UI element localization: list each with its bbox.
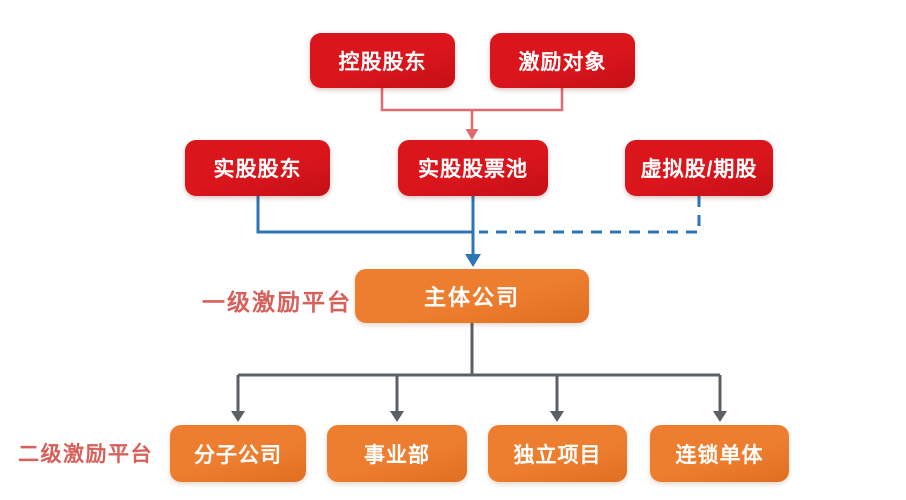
node-sub-company-label: 分子公司 — [194, 443, 282, 467]
arrow-down-business-division-icon — [390, 411, 404, 422]
node-real-share-pool-label: 实股股票池 — [418, 158, 528, 181]
connector-top-to-pool — [380, 88, 564, 131]
node-incentive-targets-label: 激励对象 — [518, 50, 607, 74]
node-incentive-targets[interactable]: 激励对象 — [490, 33, 635, 88]
arrow-down-sub-company-icon — [231, 411, 245, 422]
label-level1-platform: 一级激励平台 — [202, 289, 352, 315]
arrow-down-independent-project-icon — [550, 411, 564, 422]
arrow-down-into-pool-icon — [465, 129, 479, 140]
node-controlling-shareholder-label: 控股股东 — [338, 50, 427, 74]
node-real-share-shareholders[interactable]: 实股股东 — [185, 140, 330, 196]
connector-virtual-dashed — [479, 196, 701, 234]
arrow-down-into-main-icon — [465, 254, 481, 267]
node-business-division[interactable]: 事业部 — [327, 425, 467, 482]
connector-shares-to-main — [256, 196, 475, 258]
node-main-company[interactable]: 主体公司 — [355, 269, 589, 323]
node-virtual-or-option-shares-label: 虚拟股/期股 — [640, 158, 758, 181]
label-level2-platform: 二级激励平台 — [18, 443, 153, 466]
node-independent-project-label: 独立项目 — [513, 443, 602, 467]
connector-main-to-units — [236, 323, 722, 412]
node-business-division-label: 事业部 — [364, 443, 430, 467]
node-main-company-label: 主体公司 — [423, 285, 520, 310]
node-chain-unit-label: 连锁单体 — [675, 443, 764, 467]
node-controlling-shareholder[interactable]: 控股股东 — [310, 33, 455, 88]
node-virtual-or-option-shares[interactable]: 虚拟股/期股 — [625, 140, 773, 196]
node-independent-project[interactable]: 独立项目 — [488, 425, 627, 482]
node-chain-unit[interactable]: 连锁单体 — [650, 425, 789, 482]
node-sub-company[interactable]: 分子公司 — [170, 425, 306, 482]
node-real-share-pool[interactable]: 实股股票池 — [398, 140, 548, 196]
arrow-down-chain-unit-icon — [713, 411, 727, 422]
node-real-share-shareholders-label: 实股股东 — [213, 158, 302, 181]
